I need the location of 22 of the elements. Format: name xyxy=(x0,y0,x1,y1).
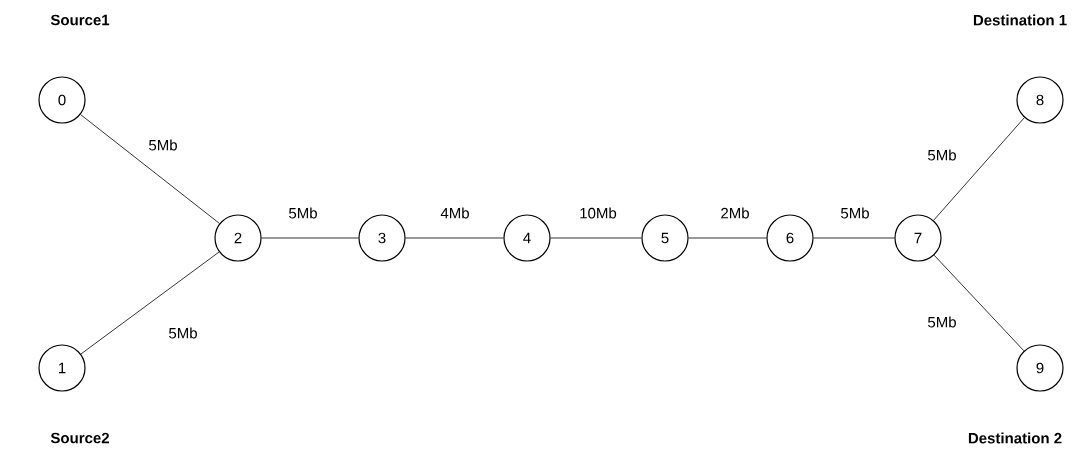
edge-label: 5Mb xyxy=(926,315,958,329)
node-caption: Source2 xyxy=(50,432,109,444)
link-line xyxy=(933,254,1025,352)
link-line xyxy=(80,251,220,355)
link-line xyxy=(813,237,895,239)
link-line xyxy=(550,237,642,239)
edge-label: 5Mb xyxy=(167,326,199,340)
link-line xyxy=(688,237,767,239)
edge-label: 5Mb xyxy=(287,206,319,220)
link-line xyxy=(261,237,359,239)
link-line xyxy=(933,117,1025,221)
node-caption: Destination 2 xyxy=(968,432,1062,444)
link-line xyxy=(80,114,220,224)
edge-label: 5Mb xyxy=(147,138,179,152)
node-caption: Destination 1 xyxy=(973,14,1067,26)
edge-label: 2Mb xyxy=(719,206,751,220)
edge-label: 5Mb xyxy=(839,206,871,220)
edge-label: 5Mb xyxy=(926,148,958,162)
link-line xyxy=(405,237,504,239)
edge-label: 4Mb xyxy=(439,206,471,220)
node-caption: Source1 xyxy=(50,14,110,26)
edge-label: 10Mb xyxy=(578,206,618,220)
